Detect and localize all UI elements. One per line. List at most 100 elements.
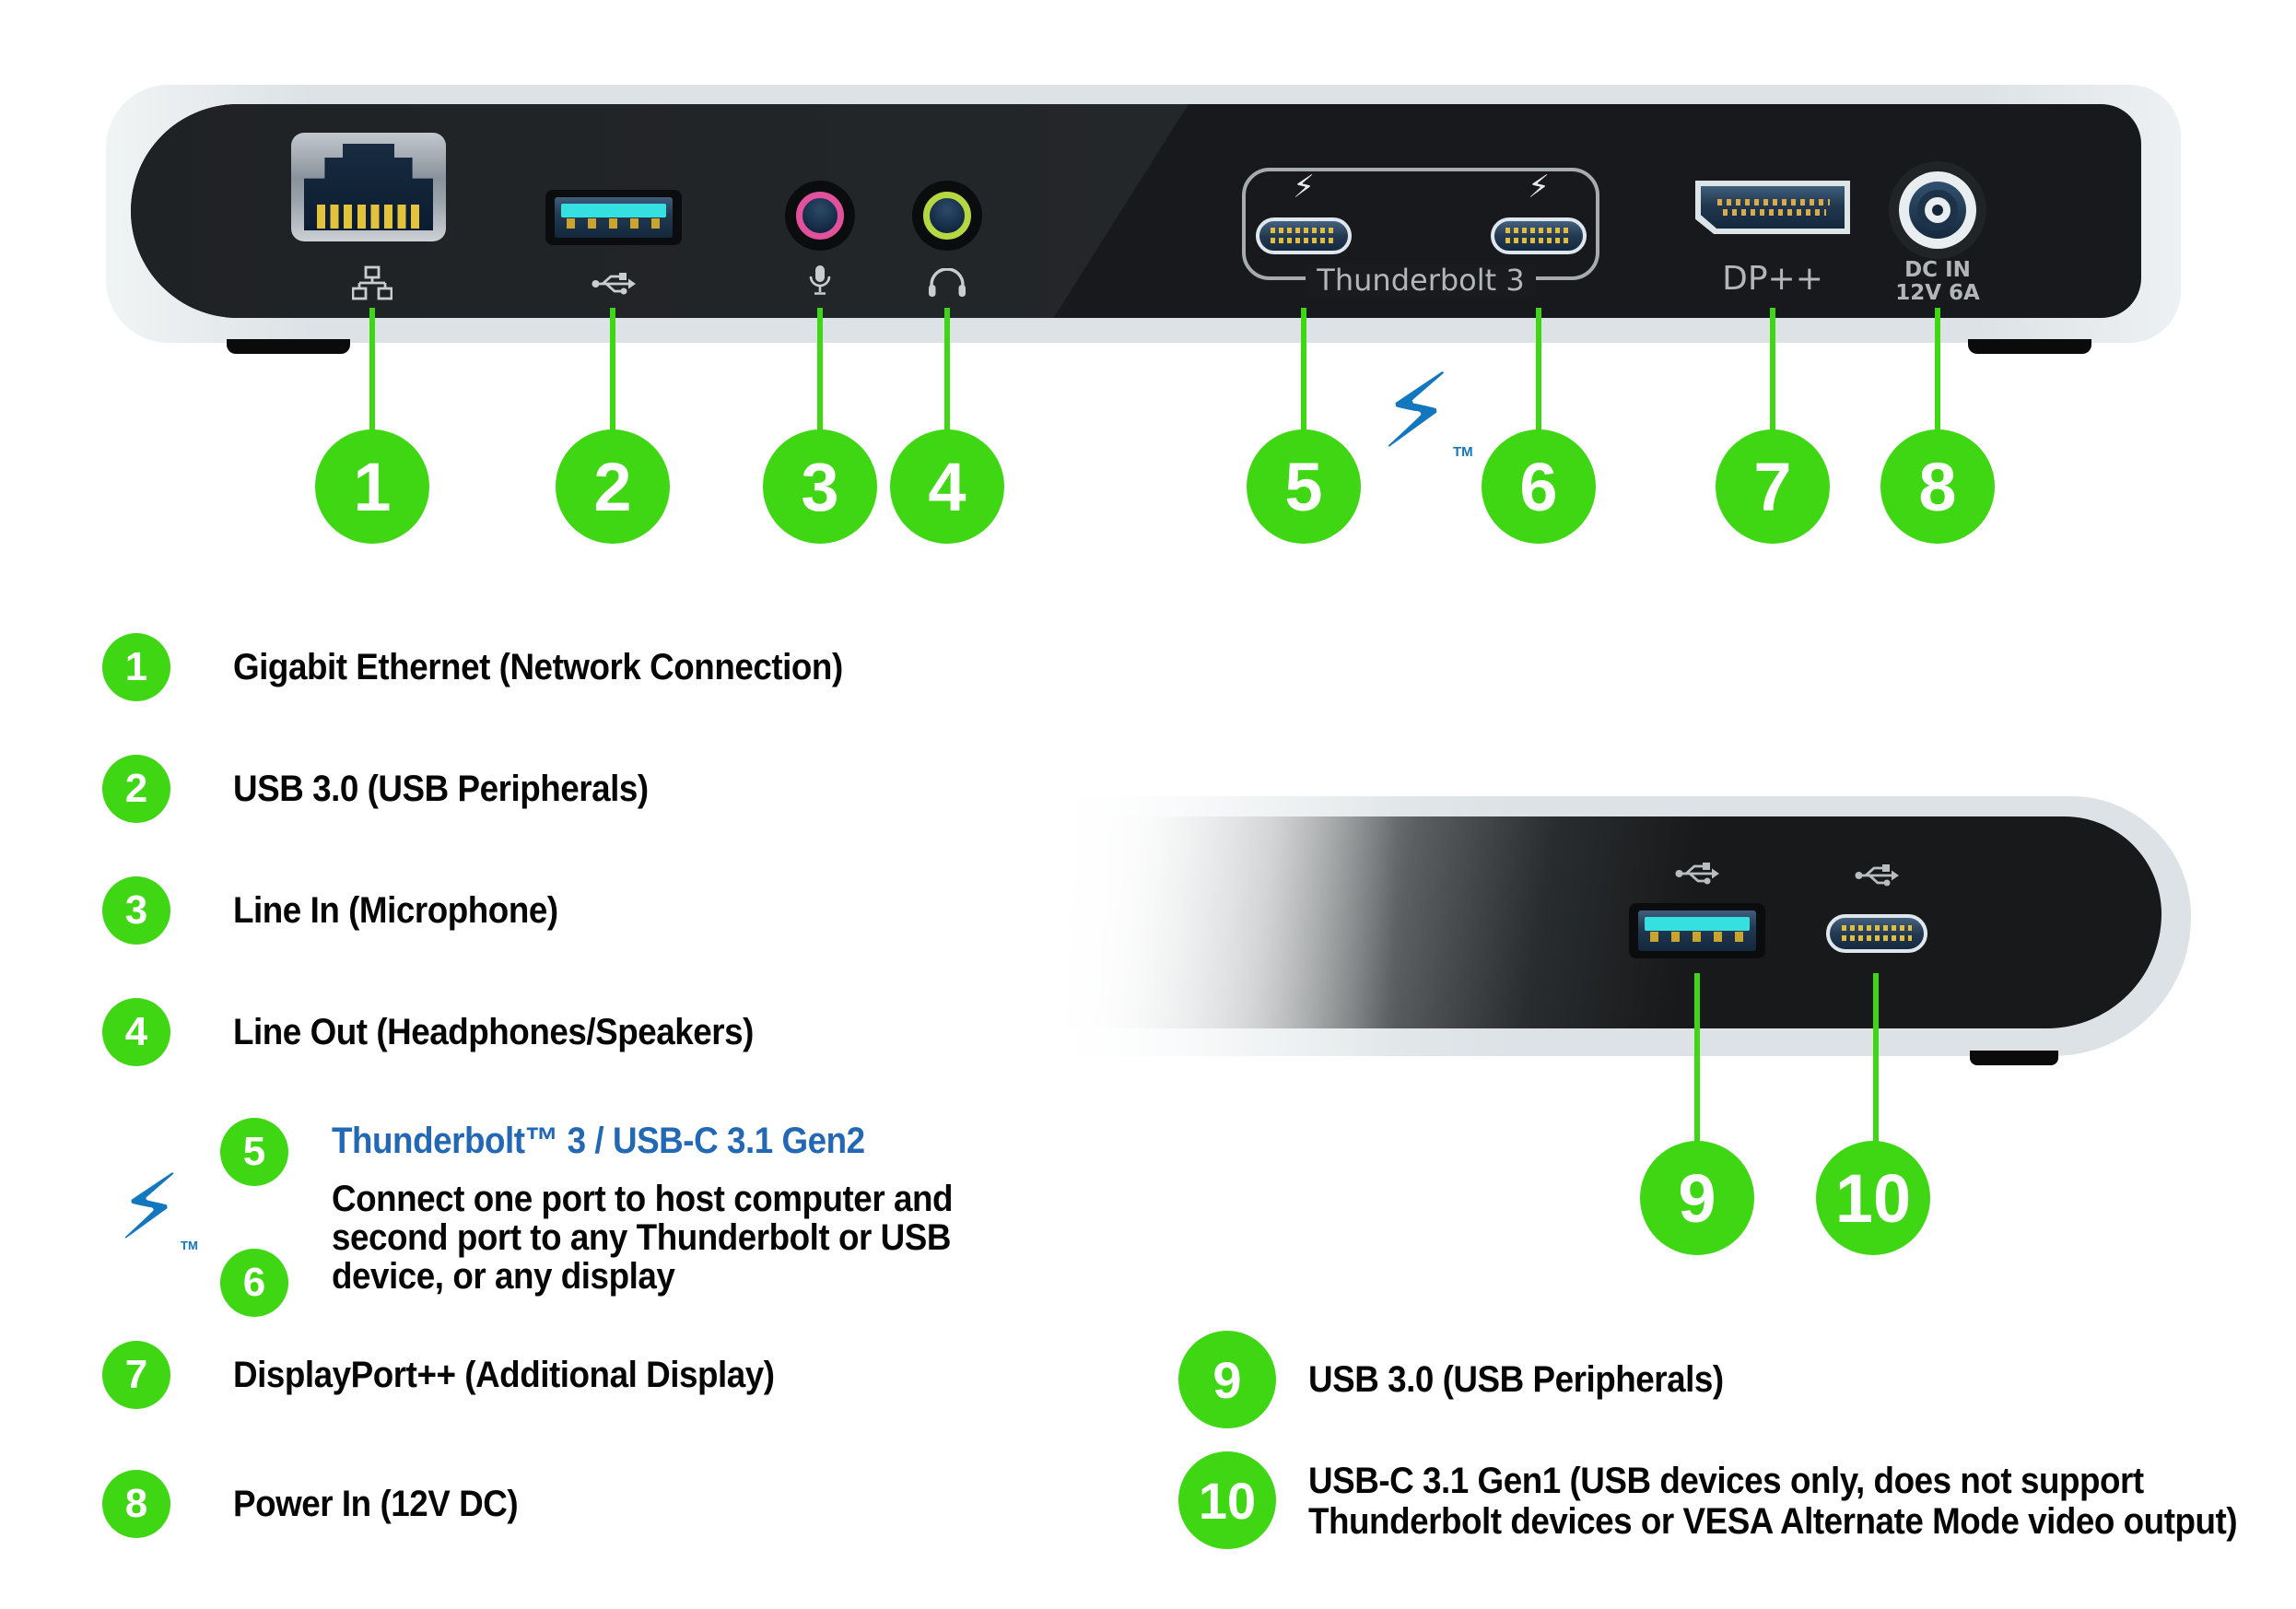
legend-num-4: 4	[102, 998, 170, 1066]
legend-label-1: Gigabit Ethernet (Network Connection)	[233, 647, 896, 688]
callout-4: 4	[890, 429, 1004, 544]
thunderbolt-logo-legend: ⚡	[117, 1156, 182, 1261]
legend-label-10-line2: Thunderbolt devices or VESA Alternate Mo…	[1308, 1501, 2238, 1542]
legend-item-4: 4 Line Out (Headphones/Speakers)	[102, 998, 1024, 1066]
callout-6: 6	[1482, 429, 1596, 544]
ethernet-socket	[304, 144, 433, 230]
thunderbolt-group-label: Thunderbolt 3	[1242, 264, 1599, 296]
displayport-pins	[1717, 199, 1830, 206]
legend-num-7: 7	[102, 1341, 170, 1409]
displayport-socket	[1701, 186, 1845, 229]
port-pins	[1842, 925, 1912, 931]
usb-a-tongue	[1645, 917, 1750, 931]
displayport-label: DP++	[1722, 260, 1823, 298]
line-in-ring	[796, 192, 844, 240]
desc-line-2: second port to any Thunderbolt or USB	[332, 1217, 951, 1258]
callout-3: 3	[763, 429, 877, 544]
callout-2: 2	[556, 429, 670, 544]
usb-icon	[1855, 863, 1899, 888]
leader-line-9	[1694, 973, 1700, 1143]
thunderbolt-icon-port1: ⚡	[1293, 169, 1315, 206]
legend-label-8-text: Power In (12V DC)	[233, 1483, 519, 1524]
leader-line-3	[817, 308, 823, 431]
usb-c-port-front	[1826, 914, 1927, 953]
legend-label-2: USB 3.0 (USB Peripherals)	[233, 769, 685, 810]
legend-label-10: USB-C 3.1 Gen1 (USB devices only, does n…	[1308, 1461, 2238, 1542]
port-pins	[1505, 238, 1572, 243]
leader-line-2	[610, 308, 615, 431]
legend-label-9-text: USB 3.0 (USB Peripherals)	[1308, 1358, 1724, 1400]
legend-label-7-text: DisplayPort++ (Additional Display)	[233, 1354, 775, 1395]
line-out-jack	[912, 181, 982, 251]
leader-line-8	[1935, 308, 1940, 431]
leader-line-1	[369, 308, 375, 431]
ethernet-port	[291, 133, 446, 241]
leader-line-10	[1873, 973, 1879, 1143]
port-pins	[1842, 935, 1912, 941]
leader-line-7	[1770, 308, 1775, 431]
dc-in-label-line1: DC IN	[1904, 258, 1971, 282]
legend-num-10: 10	[1178, 1451, 1276, 1549]
dock-back-foot-left	[227, 339, 350, 354]
legend-item-1: 1 Gigabit Ethernet (Network Connection)	[102, 633, 1024, 701]
thunderbolt-logo: ⚡	[1379, 352, 1453, 472]
callout-7: 7	[1716, 429, 1830, 544]
legend-label-1-text: Gigabit Ethernet (Network Connection)	[233, 646, 843, 687]
dock-back-foot-right	[1968, 339, 2091, 354]
leader-line-4	[944, 308, 950, 431]
legend-num-8: 8	[102, 1470, 170, 1538]
callout-1: 1	[315, 429, 429, 544]
ethernet-icon	[352, 265, 392, 300]
port-pins	[1271, 238, 1337, 243]
dock-front-foot	[1970, 1051, 2058, 1065]
legend-num-6: 6	[220, 1249, 288, 1317]
legend-label-3: Line In (Microphone)	[233, 890, 586, 932]
callout-10: 10	[1816, 1141, 1930, 1255]
legend-num-2: 2	[102, 755, 170, 823]
desc-line-3: device, or any display	[332, 1256, 675, 1297]
usb-a-tongue	[561, 204, 666, 217]
usb-icon	[1675, 861, 1719, 887]
thunderbolt-logo-legend-tm: TM	[181, 1239, 198, 1252]
legend-item-2: 2 USB 3.0 (USB Peripherals)	[102, 755, 1024, 823]
dc-in-label-line2: 12V 6A	[1895, 281, 1980, 305]
ethernet-pins	[317, 205, 420, 229]
thunderbolt-legend-title-text: Thunderbolt™ 3 / USB-C 3.1 Gen2	[332, 1121, 865, 1161]
legend-item-3: 3 Line In (Microphone)	[102, 876, 1024, 945]
legend-label-7: DisplayPort++ (Additional Display)	[233, 1355, 822, 1396]
callout-5: 5	[1247, 429, 1361, 544]
legend-num-5: 5	[220, 1118, 288, 1186]
front-left-fade	[1032, 791, 1428, 1062]
headphones-icon	[928, 268, 966, 298]
thunderbolt-logo-tm: TM	[1453, 444, 1473, 460]
microphone-icon	[808, 264, 832, 301]
thunderbolt-port-2	[1491, 217, 1587, 254]
legend-label-9: USB 3.0 (USB Peripherals)	[1308, 1351, 2193, 1408]
legend-num-3: 3	[102, 876, 170, 945]
port-pins	[1505, 228, 1572, 233]
legend-item-8: 8 Power In (12V DC)	[102, 1470, 1024, 1538]
usb-a-port-back	[545, 190, 682, 245]
usb-a-port-front	[1629, 903, 1765, 958]
legend-label-4: Line Out (Headphones/Speakers)	[233, 1012, 799, 1053]
usb-a-socket	[555, 197, 673, 238]
desc-line-1: Connect one port to host computer and	[332, 1179, 953, 1219]
legend-label-2-text: USB 3.0 (USB Peripherals)	[233, 768, 649, 809]
legend-item-7: 7 DisplayPort++ (Additional Display)	[102, 1341, 1024, 1409]
thunderbolt-legend-title: Thunderbolt™ 3 / USB-C 3.1 Gen2	[332, 1121, 1087, 1163]
thunderbolt-group-label-text: Thunderbolt 3	[1306, 264, 1536, 296]
line-out-ring	[923, 192, 971, 240]
legend-num-9: 9	[1178, 1331, 1276, 1428]
legend-label-3-text: Line In (Microphone)	[233, 889, 558, 931]
legend-label-4-text: Line Out (Headphones/Speakers)	[233, 1011, 754, 1052]
legend-label-10-line1: USB-C 3.1 Gen1 (USB devices only, does n…	[1308, 1461, 2144, 1501]
line-in-jack	[785, 181, 855, 251]
displayport-pins	[1723, 209, 1826, 216]
leader-line-5	[1301, 308, 1306, 431]
leader-line-6	[1536, 308, 1541, 431]
dc-in-center-pin	[1925, 197, 1950, 223]
usb-a-socket	[1638, 910, 1756, 951]
displayport-port	[1695, 181, 1850, 234]
usb-a-pins	[1650, 932, 1744, 942]
